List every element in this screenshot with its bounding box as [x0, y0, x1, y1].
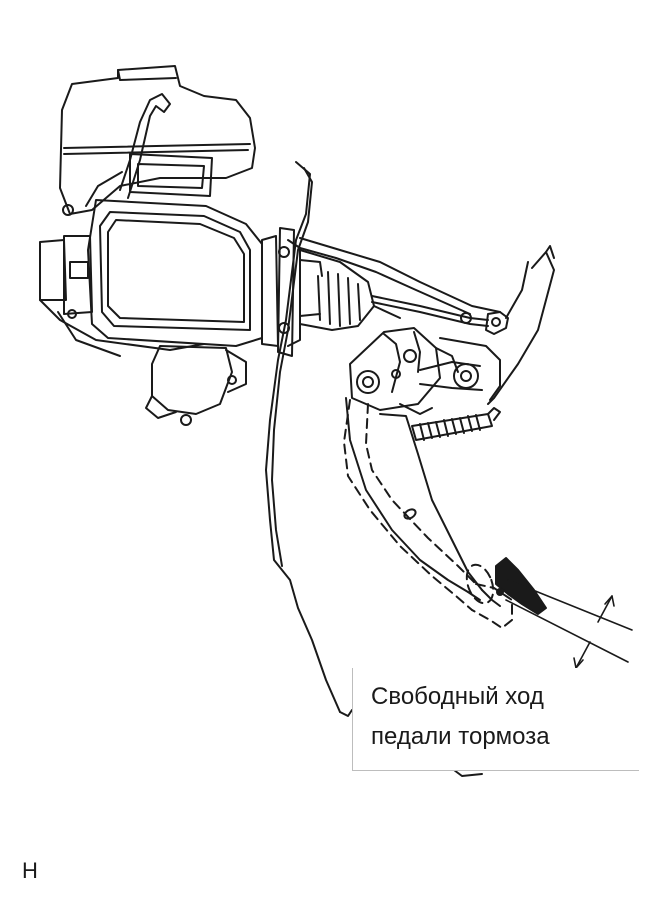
caption-line-1: Свободный ход: [371, 683, 544, 710]
firewall-panel: [266, 162, 482, 776]
free-play-caption: Свободный ход педали тормоза: [352, 668, 639, 771]
push-rod-boot: [300, 250, 508, 334]
master-cylinder: [40, 154, 300, 425]
pedal-pivot-assembly: [350, 328, 482, 414]
free-play-dimension: [506, 580, 632, 668]
fluid-reservoir: [60, 66, 255, 214]
return-spring: [412, 408, 500, 440]
pedal-arm-depressed: [344, 400, 512, 628]
caption-line-2: педали тормоза: [371, 723, 550, 750]
figure-corner-label: H: [22, 858, 38, 883]
pedal-bracket: [300, 238, 554, 404]
